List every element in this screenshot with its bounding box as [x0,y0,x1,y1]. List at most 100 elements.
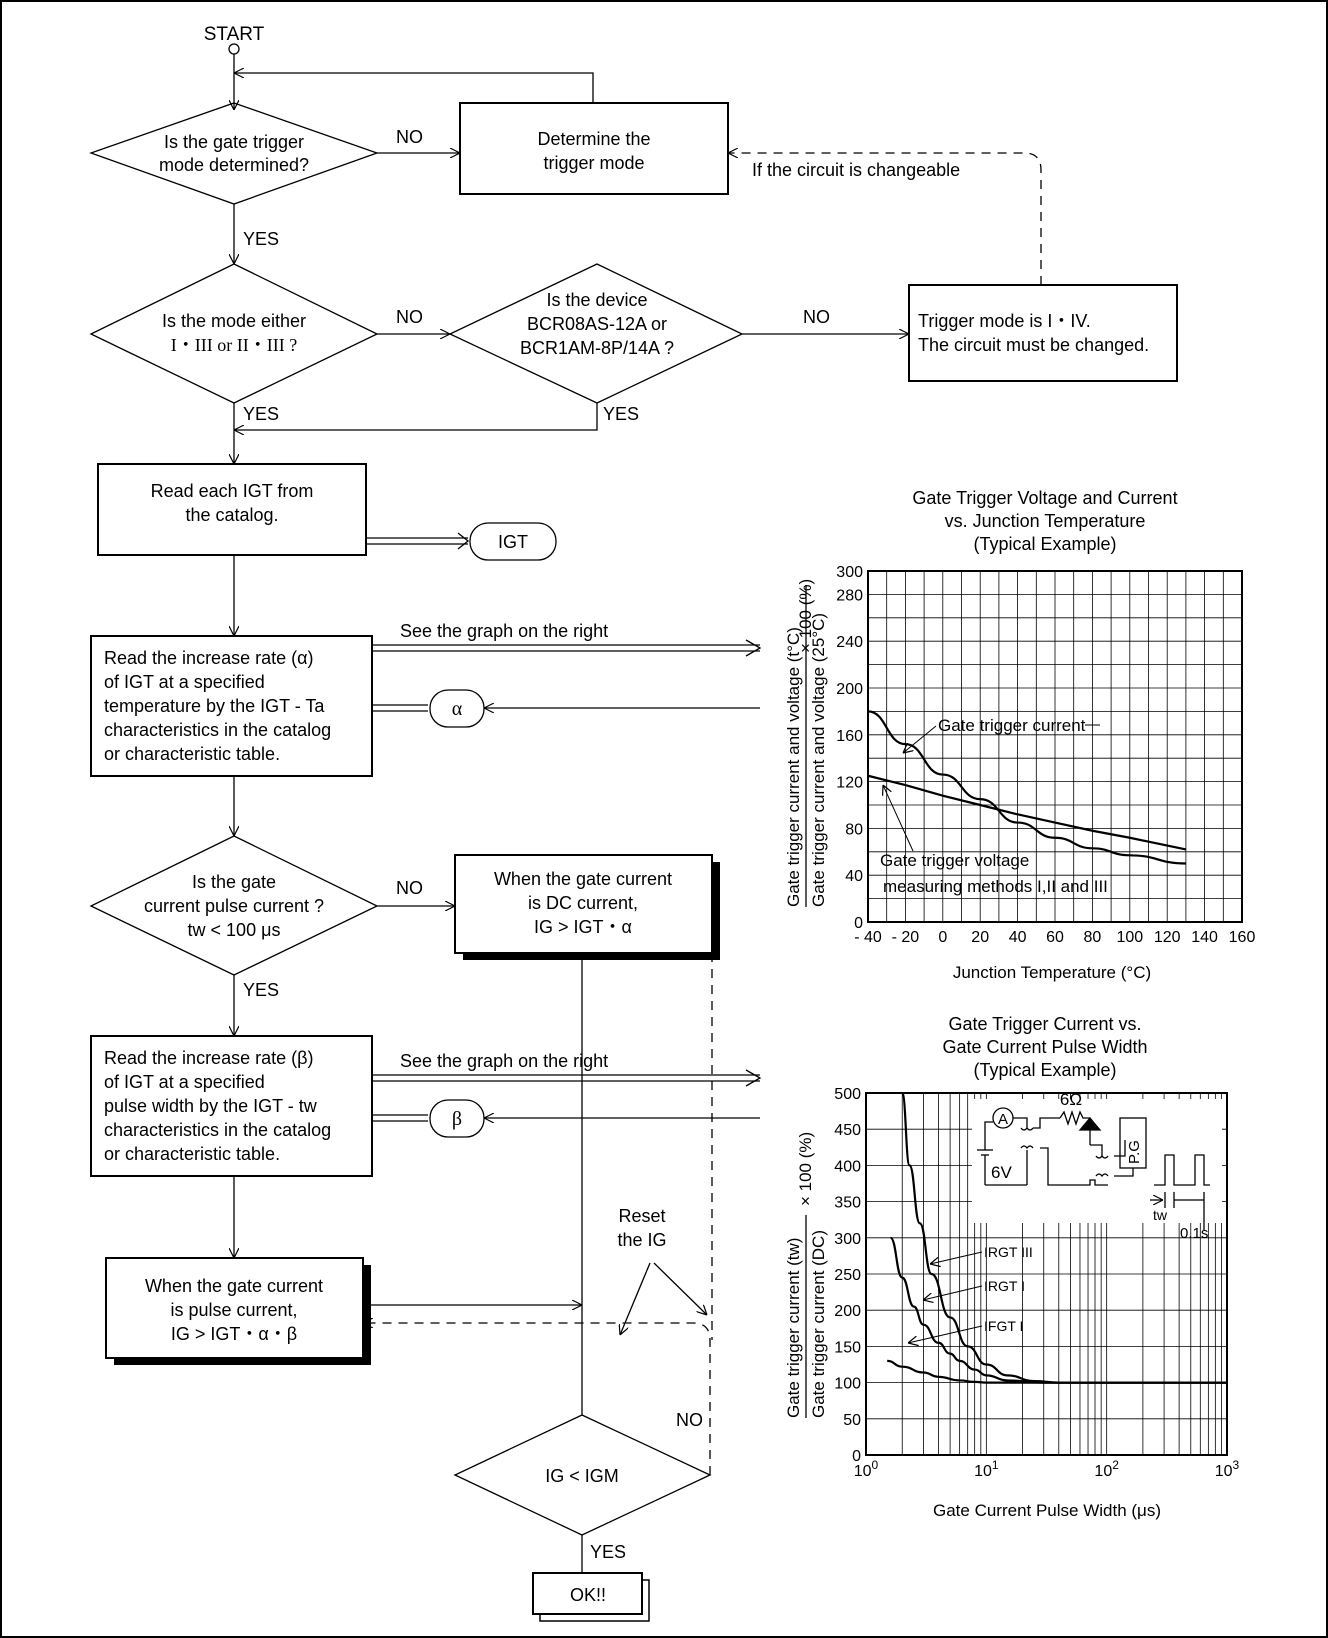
ok-label: OK!! [570,1585,606,1605]
yes-2: YES [243,404,279,424]
chart1-plot-frame [867,570,1243,923]
chart2-ytick: 150 [834,1339,861,1356]
reset-line-1: Reset [618,1206,665,1226]
no-3: NO [803,307,830,327]
no-4: NO [396,878,423,898]
alpha-line-2: of IGT at a specified [104,672,265,692]
pulse-line-1: When the gate current [145,1276,323,1296]
chart2-title-3: (Typical Example) [973,1060,1116,1080]
chart2-label-ifgt1: IFGT I [984,1318,1023,1334]
start-label: START [204,24,265,45]
chart2-title-1: Gate Trigger Current vs. [948,1014,1141,1034]
chart2-xtick: 103 [1215,1458,1240,1480]
beta-line-4: characteristics in the catalog [104,1120,331,1140]
beta-line-3: pulse width by the IGT - tw [104,1096,318,1116]
read-igt-box [97,463,367,556]
beta-line-5: or characteristic table. [104,1144,280,1164]
chart2-ytick: 200 [834,1303,861,1320]
dc-line-2: is DC current, [528,893,638,913]
chart1-ytick: 200 [836,681,863,698]
q5-label: IG < IGM [545,1466,619,1486]
chart1-ytick: 280 [836,587,863,604]
chart-1: Gate Trigger Voltage and Current vs. Jun… [784,488,1255,982]
alpha-line-5: or characteristic table. [104,744,280,764]
q1-diamond [89,102,379,205]
mode14-box [908,284,1178,382]
determine-line-1: Determine the [537,129,650,149]
chart1-annot-vgt-1: Gate trigger voltage [880,851,1029,870]
q2-line-2: I・III or II・III ? [171,335,297,355]
circuit-meter: A [998,1111,1008,1128]
chart2-ytick: 50 [843,1412,861,1429]
chart1-ylabel-2: Gate trigger current and voltage (25°C) [809,613,828,907]
determine-line-2: trigger mode [543,153,644,173]
chart2-ylabel-3: × 100 (%) [796,1132,815,1206]
chart2-ytick: 300 [834,1231,861,1248]
beta-line-1: Read the increase rate (β) [104,1048,313,1068]
yes-4: YES [243,980,279,1000]
pulse-line-3: IG > IGT・α・β [171,1324,297,1344]
chart2-xtick: 101 [974,1458,999,1480]
chart1-annot-vgt-2: measuring methods I,II and III [883,877,1108,896]
no-2: NO [396,307,423,327]
alpha-terminal-label: α [452,698,463,720]
chart1-title-1: Gate Trigger Voltage and Current [912,488,1177,508]
q3-line-1: Is the device [546,290,647,310]
chart1-title-2: vs. Junction Temperature [945,511,1146,531]
alpha-line-4: characteristics in the catalog [104,720,331,740]
circuit-resistor: 6Ω [1060,1090,1082,1109]
chart-2: Gate Trigger Current vs. Gate Current Pu… [784,1014,1240,1520]
chart1-ytick: 40 [845,868,863,885]
chart1-series-vgt [867,774,1187,851]
q1-line-2: mode determined? [159,155,309,175]
chart2-label-irgt3: IRGT III [984,1244,1033,1260]
read-beta-box [90,1035,373,1177]
chart2-xlabel: Gate Current Pulse Width (μs) [933,1501,1161,1520]
chart2-title-2: Gate Current Pulse Width [942,1037,1147,1057]
chart1-xtick: - 40 [854,929,882,946]
circuit-source: 6V [991,1163,1012,1182]
chart2-ytick: 100 [834,1376,861,1393]
chart1-xtick: 120 [1154,929,1181,946]
see-graph-1: See the graph on the right [400,621,608,641]
yes-5: YES [590,1542,626,1562]
chart1-ytick: 300 [836,564,863,581]
chart2-inset-bg [972,1099,1222,1223]
chart1-ytick: 0 [854,915,863,932]
chart2-plot-frame [865,1092,1228,1456]
dc-line-1: When the gate current [494,869,672,889]
igt-terminal [469,522,557,561]
chart2-ytick: 400 [834,1158,861,1175]
chart2-ylabel-2: Gate trigger current (DC) [809,1230,828,1418]
chart1-title-3: (Typical Example) [973,534,1116,554]
read-igt-line-1: Read each IGT from [151,481,314,501]
circuit-tw: tw [1153,1207,1168,1223]
alpha-line-1: Read the increase rate (α) [104,648,314,668]
chart1-ytick: 120 [836,775,863,792]
pulse-line-2: is pulse current, [170,1300,297,1320]
mode14-line-1: Trigger mode is I・IV. [918,311,1091,331]
mode14-line-2: The circuit must be changed. [918,335,1149,355]
read-igt-line-2: the catalog. [185,505,278,525]
q1-line-1: Is the gate trigger [164,132,304,152]
igt-terminal-label: IGT [498,532,528,552]
q4-line-2: current pulse current ? [144,896,324,916]
chart2-ytick: 250 [834,1267,861,1284]
dc-line-3: IG > IGT・α [534,917,632,937]
chart1-xtick: 140 [1191,929,1218,946]
chart2-series-ifgt1 [887,1359,1227,1384]
ok-box [532,1572,643,1615]
chart1-xtick: 80 [1084,929,1102,946]
chart2-ylabel-1: Gate trigger current (tw) [784,1238,803,1418]
chart2-label-irgt1: IRGT I [984,1278,1025,1294]
chart1-ylabel-3: × 100 (%) [796,579,815,653]
no-1: NO [396,127,423,147]
yes-3: YES [603,404,639,424]
changeable-label: If the circuit is changeable [752,160,960,180]
circuit-period: 0.1s [1180,1225,1208,1242]
chart1-xtick: 20 [971,929,989,946]
chart1-annot-igt-pointer [903,725,937,753]
chart2-ytick: 350 [834,1195,861,1212]
